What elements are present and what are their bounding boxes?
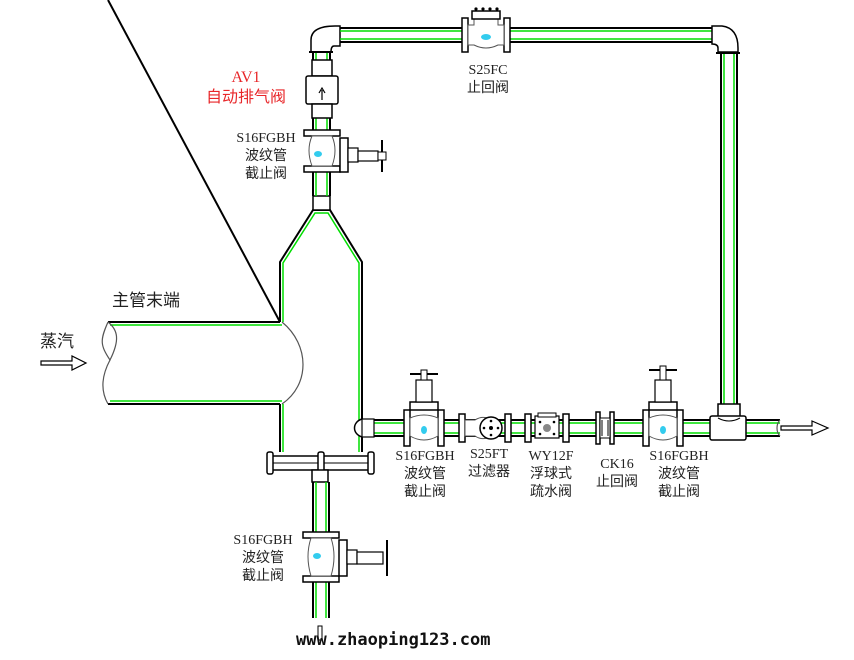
float-trap-icon [524,412,570,443]
air-vent-model: AV1 [231,69,261,86]
globe-valve-icon [642,365,684,447]
collector-vessel [266,195,375,483]
air-vent-name: 自动排气阀 [205,89,286,106]
line-stop-valve-2-model: S16FGBH [649,449,709,464]
right-return-pipe [720,54,738,405]
line-stop-valve-1-name2: 截止阀 [404,485,446,500]
main-pipe [101,0,304,405]
top-stop-valve-name2: 截止阀 [245,167,287,182]
trap-name2: 疏水阀 [530,485,572,500]
bottom-stop-valve-model: S16FGBH [233,533,293,548]
top-stop-valve-name1: 波纹管 [245,149,287,164]
strainer-name: 过滤器 [468,465,510,480]
strainer-label: S25FT 过滤器 [462,446,516,482]
watermark: www.zhaoping123.com [296,630,491,650]
air-vent-icon [305,59,339,119]
globe-valve-icon [302,531,388,583]
bottom-stop-valve-name2: 截止阀 [242,569,284,584]
line-stop-valve-2-name2: 截止阀 [658,485,700,500]
line-stop-valve-2-name1: 波纹管 [658,467,700,482]
globe-valve-icon [303,129,387,173]
line-stop-valve-1-name1: 波纹管 [404,467,446,482]
check-valve-2-model: CK16 [600,457,634,472]
steam-inlet-arrow-icon [40,355,88,371]
trap-label: WY12F 浮球式 疏水阀 [524,448,578,502]
check-valve-icon [461,7,511,53]
steam-label: 蒸汽 [40,332,74,352]
check-valve-2-label: CK16 止回阀 [590,456,644,492]
line-stop-valve-2-label: S16FGBH 波纹管 截止阀 [648,448,710,502]
top-stop-valve-model: S16FGBH [236,131,296,146]
line-stop-valve-1-label: S16FGBH 波纹管 截止阀 [394,448,456,502]
top-stop-valve-label: S16FGBH 波纹管 截止阀 [228,130,304,184]
top-check-valve-name: 止回阀 [467,81,509,96]
bottom-stop-valve-name1: 波纹管 [242,551,284,566]
trap-model: WY12F [528,449,574,464]
top-check-valve-label: S25FC 止回阀 [456,62,520,98]
air-vent-label: AV1 自动排气阀 [198,68,294,108]
elbow-icon [711,25,740,54]
strainer-icon [458,413,512,443]
check-valve-2-name: 止回阀 [596,475,638,490]
top-return-pipe [340,27,720,43]
trap-name1: 浮球式 [530,467,572,482]
elbow-icon [309,25,341,53]
tee-icon [709,403,747,441]
outlet-arrow-icon [780,420,830,436]
bottom-stop-valve-label: S16FGBH 波纹管 截止阀 [230,532,296,586]
globe-valve-icon [403,369,445,447]
strainer-model: S25FT [469,447,509,462]
line-stop-valve-1-model: S16FGBH [395,449,455,464]
top-check-valve-model: S25FC [468,63,508,78]
main-pipe-label: 主管末端 [112,291,180,311]
check-valve-icon [595,411,615,445]
